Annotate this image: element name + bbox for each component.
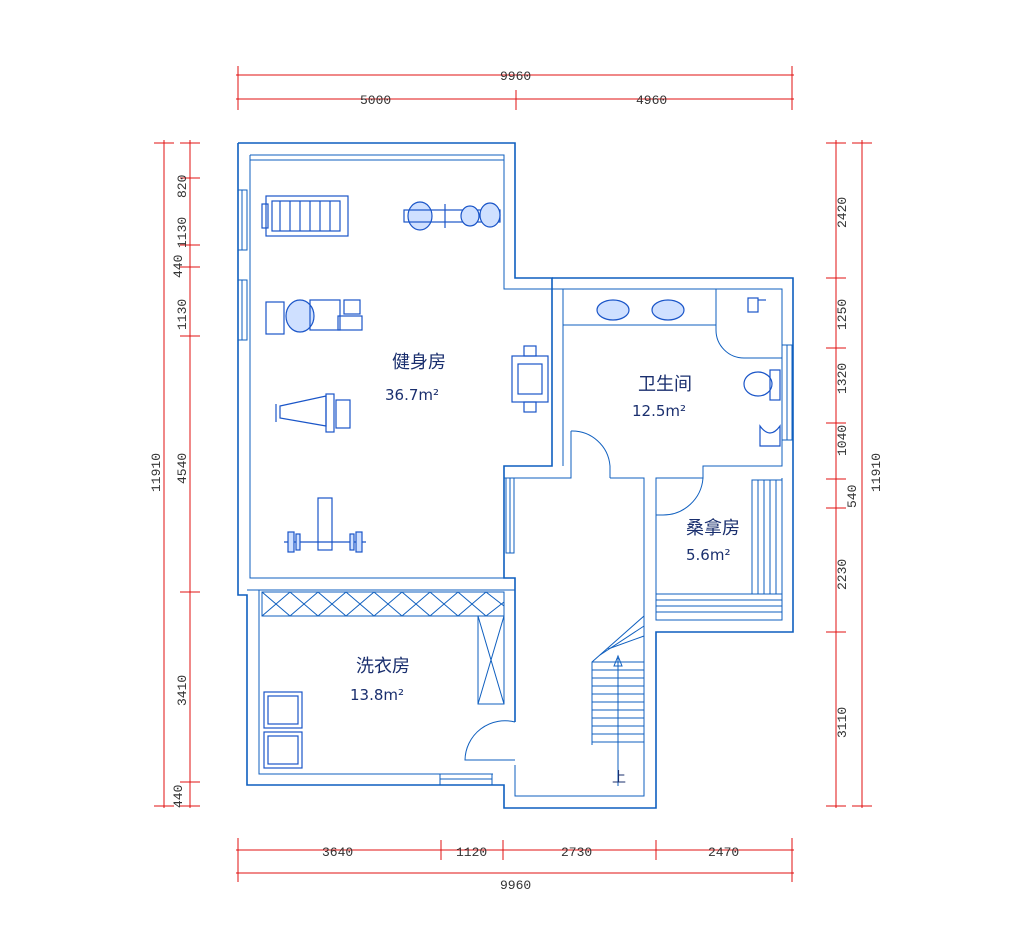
shower-icon (747, 297, 766, 313)
sink-icon (596, 299, 630, 321)
laundry-fixtures (261, 591, 505, 769)
dim-left-1: 820 (175, 175, 190, 198)
laundry-area: 13.8m² (350, 686, 404, 704)
dim-right-1: 2420 (835, 197, 850, 228)
bathroom-fixtures (563, 297, 781, 447)
sauna-area: 5.6m² (686, 546, 730, 564)
dryer-icon (263, 731, 303, 769)
dim-left-2: 1130 (175, 217, 190, 248)
dim-bottom-4: 2470 (708, 845, 739, 860)
dim-top-total: 9960 (500, 69, 531, 84)
dim-right-total: 11910 (869, 453, 884, 492)
exercise-bike-icon (403, 201, 501, 231)
dim-top-left: 5000 (360, 93, 391, 108)
dim-right-3: 1320 (835, 363, 850, 394)
sauna-name: 桑拿房 (686, 517, 740, 539)
dim-left-3: 440 (171, 255, 186, 278)
stairs-label: 上 (612, 770, 626, 786)
gym-equipment (261, 195, 549, 553)
dim-right-4: 1040 (835, 425, 850, 456)
dim-bottom-total: 9960 (500, 878, 531, 893)
dim-left-4: 1130 (175, 299, 190, 330)
gym-name: 健身房 (392, 352, 446, 373)
press-machine-icon (511, 345, 549, 413)
treadmill-icon (261, 195, 349, 237)
staircase: 上 (591, 615, 645, 786)
dim-right-5: 540 (845, 485, 860, 508)
walls (237, 142, 794, 809)
toilet-icon (743, 369, 781, 401)
doors (464, 289, 782, 761)
barbell-bench-icon (284, 497, 366, 553)
gym-area: 36.7m² (385, 386, 439, 404)
rowing-machine-icon (265, 299, 363, 335)
weight-bench-icon (275, 393, 351, 433)
dim-bottom-1: 3640 (322, 845, 353, 860)
dim-left-7: 440 (171, 785, 186, 808)
dimension-lines (154, 66, 872, 882)
dim-left-5: 4540 (175, 453, 190, 484)
dim-bottom-3: 2730 (561, 845, 592, 860)
dim-right-2: 1250 (835, 299, 850, 330)
bathroom-area: 12.5m² (632, 402, 686, 420)
laundry-name: 洗衣房 (356, 656, 410, 677)
dim-right-7: 3110 (835, 707, 850, 738)
dim-bottom-2: 1120 (456, 845, 487, 860)
bidet-icon (759, 424, 781, 447)
sauna-benches (655, 479, 783, 621)
washing-machine-icon (263, 691, 303, 729)
dim-right-6: 2230 (835, 559, 850, 590)
sink-icon-2 (651, 299, 685, 321)
bathroom-name: 卫生间 (638, 374, 692, 395)
dim-left-6: 3410 (175, 675, 190, 706)
dim-left-total: 11910 (149, 453, 164, 492)
dim-top-right: 4960 (636, 93, 667, 108)
